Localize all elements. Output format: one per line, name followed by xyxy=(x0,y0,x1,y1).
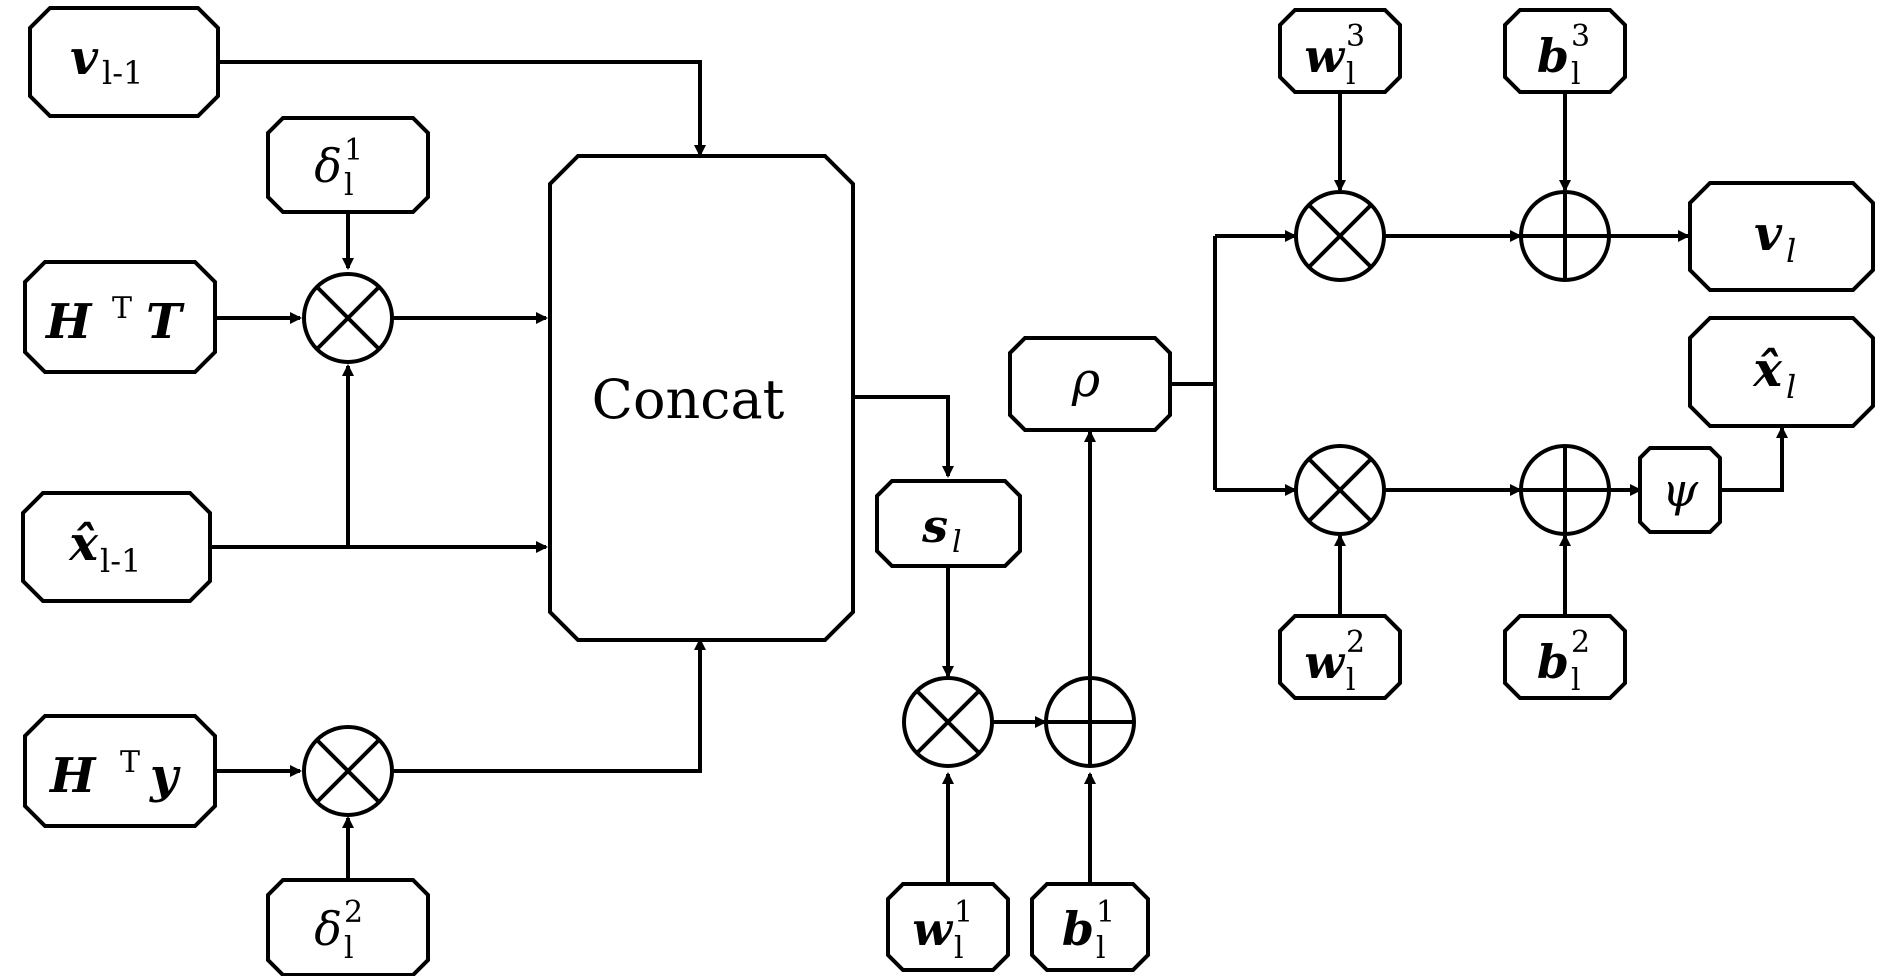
add-op-3 xyxy=(1519,444,1611,536)
w3-main: w xyxy=(1304,29,1345,83)
node-b3: b 3 l xyxy=(1503,8,1627,94)
delta2-sup: 2 xyxy=(344,895,363,930)
x-out-main: x̂ xyxy=(1752,342,1783,398)
node-x-prev: x̂ l-1 xyxy=(21,491,212,603)
add-op-1 xyxy=(1044,676,1136,768)
hty-sup: T xyxy=(120,745,140,780)
hty-part2: y xyxy=(149,748,181,804)
x-prev-main: x̂ xyxy=(68,516,99,572)
add-op-2 xyxy=(1519,190,1611,282)
node-x-out: x̂ l xyxy=(1688,316,1875,428)
node-rho: ρ xyxy=(1008,336,1172,432)
delta2-main: δ xyxy=(314,902,342,956)
node-hty: H T y xyxy=(23,714,217,828)
b1-main: b xyxy=(1062,902,1094,956)
delta2-sub: l xyxy=(344,931,354,966)
delta1-sub: l xyxy=(344,168,354,203)
multiply-op-2 xyxy=(302,725,394,817)
wire-vprev-concat xyxy=(218,60,706,157)
v-prev-main: v xyxy=(70,30,99,86)
b1-sup: 1 xyxy=(1096,895,1115,930)
node-w2: w 2 l xyxy=(1278,614,1402,700)
htt-sup: T xyxy=(112,291,132,326)
w2-sub: l xyxy=(1346,663,1356,698)
w2-main: w xyxy=(1304,635,1345,689)
node-v-out: v l xyxy=(1688,181,1875,292)
b2-sup: 2 xyxy=(1571,625,1590,660)
multiply-op-3 xyxy=(902,676,994,768)
b3-main: b xyxy=(1537,29,1569,83)
w1-sup: 1 xyxy=(954,895,973,930)
v-prev-sub: l-1 xyxy=(102,54,143,92)
concat-label: Concat xyxy=(592,368,785,431)
svg-text:v: v xyxy=(70,30,99,86)
b3-sup: 3 xyxy=(1571,19,1590,54)
multiply-op-1 xyxy=(302,272,394,364)
x-out-sub: l xyxy=(1786,368,1796,406)
w1-sub: l xyxy=(954,931,964,966)
delta1-sup: 1 xyxy=(344,133,363,168)
wire-concat-sl xyxy=(853,395,954,478)
rho-label: ρ xyxy=(1071,352,1100,408)
w3-sup: 3 xyxy=(1346,19,1365,54)
multiply-op-5 xyxy=(1294,444,1386,536)
htt-part1: H xyxy=(44,294,93,350)
s-l-sub: l xyxy=(952,525,962,560)
b2-sub: l xyxy=(1571,663,1581,698)
psi-label: ψ xyxy=(1662,463,1699,517)
node-delta2: δ 2 l xyxy=(266,878,430,976)
delta1-main: δ xyxy=(314,139,342,193)
node-psi: ψ xyxy=(1638,446,1722,534)
node-s-l: s l xyxy=(875,479,1022,568)
x-prev-sub: l-1 xyxy=(100,542,141,580)
v-out-main: v xyxy=(1754,206,1783,262)
w1-main: w xyxy=(912,902,953,956)
b1-sub: l xyxy=(1096,931,1106,966)
node-w3: w 3 l xyxy=(1278,8,1402,94)
connections xyxy=(210,60,1788,884)
b2-main: b xyxy=(1537,635,1569,689)
node-v-prev: v l-1 xyxy=(28,6,220,118)
multiply-op-4 xyxy=(1294,190,1386,282)
wire-mult2-concat xyxy=(392,638,706,773)
b3-sub: l xyxy=(1571,57,1581,92)
s-l-main: s xyxy=(921,499,948,553)
node-htt: H T T xyxy=(23,260,217,374)
hty-part1: H xyxy=(48,748,97,804)
v-out-sub: l xyxy=(1786,232,1796,270)
node-delta1: δ 1 l xyxy=(266,116,430,214)
node-w1: w 1 l xyxy=(886,882,1010,972)
w2-sup: 2 xyxy=(1346,625,1365,660)
node-b2: b 2 l xyxy=(1503,614,1627,700)
w3-sub: l xyxy=(1346,57,1356,92)
node-concat: Concat xyxy=(548,154,855,642)
htt-part2: T xyxy=(146,294,185,350)
node-b1: b 1 l xyxy=(1030,882,1150,972)
wire-psi-xout xyxy=(1720,426,1788,492)
